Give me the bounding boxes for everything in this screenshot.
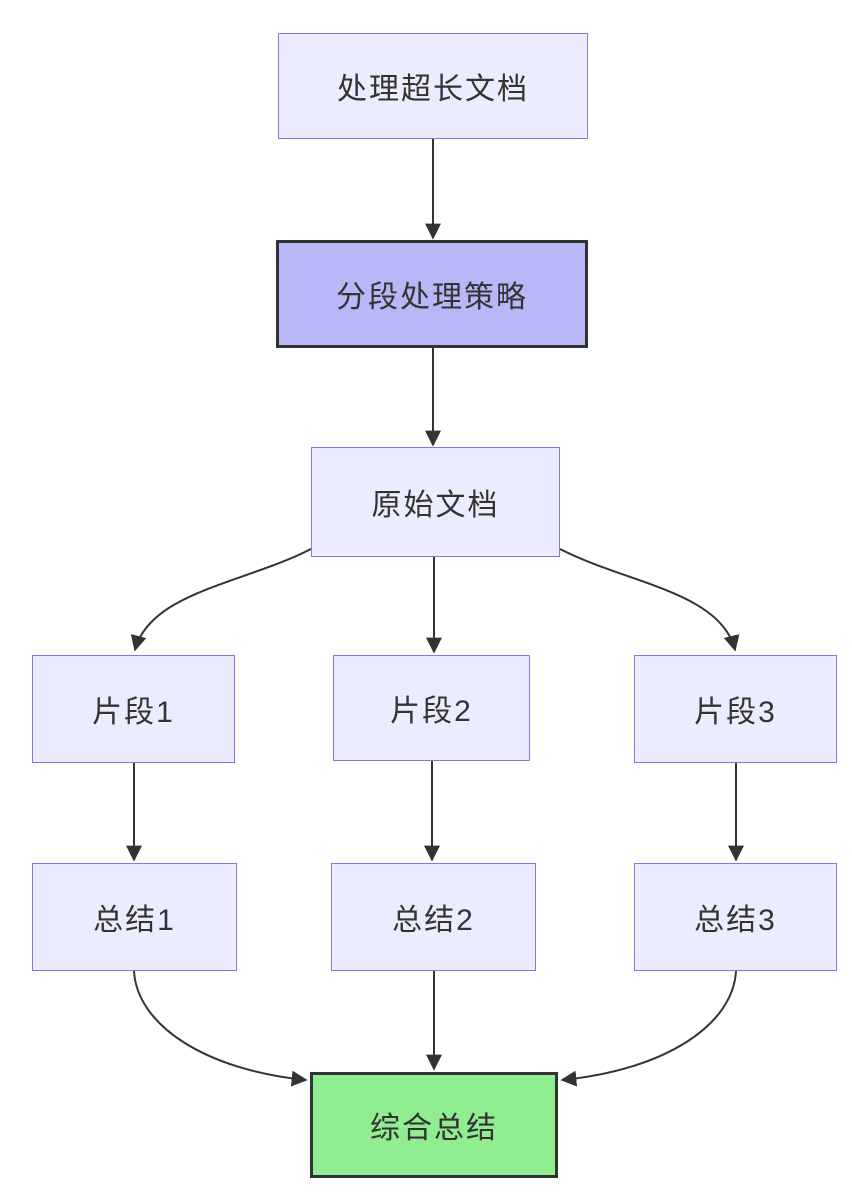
node-label: 总结1 (93, 904, 176, 937)
node-process-long-document: 处理超长文档 (278, 33, 588, 139)
node-label: 片段3 (694, 696, 777, 729)
node-summary-1: 总结1 (32, 863, 237, 971)
node-label: 片段1 (92, 696, 175, 729)
node-summary-2: 总结2 (331, 863, 536, 971)
node-fragment-3: 片段3 (634, 655, 837, 763)
node-summary-3: 总结3 (634, 863, 837, 971)
edge-e3-to-f (560, 970, 737, 1087)
node-fragment-2: 片段2 (333, 655, 530, 761)
node-label: 片段2 (390, 695, 473, 728)
node-label: 总结2 (392, 904, 475, 937)
node-original-document: 原始文档 (311, 447, 560, 557)
edge-c-to-d1 (130, 548, 312, 652)
node-label: 原始文档 (371, 489, 500, 522)
edge-c-to-d3 (559, 548, 740, 652)
node-label: 分段处理策略 (336, 281, 528, 314)
node-segmentation-strategy: 分段处理策略 (276, 240, 588, 348)
node-label: 处理超长文档 (337, 73, 529, 106)
node-label: 总结3 (694, 904, 777, 937)
node-final-summary: 综合总结 (310, 1072, 558, 1178)
node-label: 综合总结 (370, 1112, 498, 1145)
node-fragment-1: 片段1 (32, 655, 235, 763)
edge-e1-to-f (133, 970, 308, 1087)
